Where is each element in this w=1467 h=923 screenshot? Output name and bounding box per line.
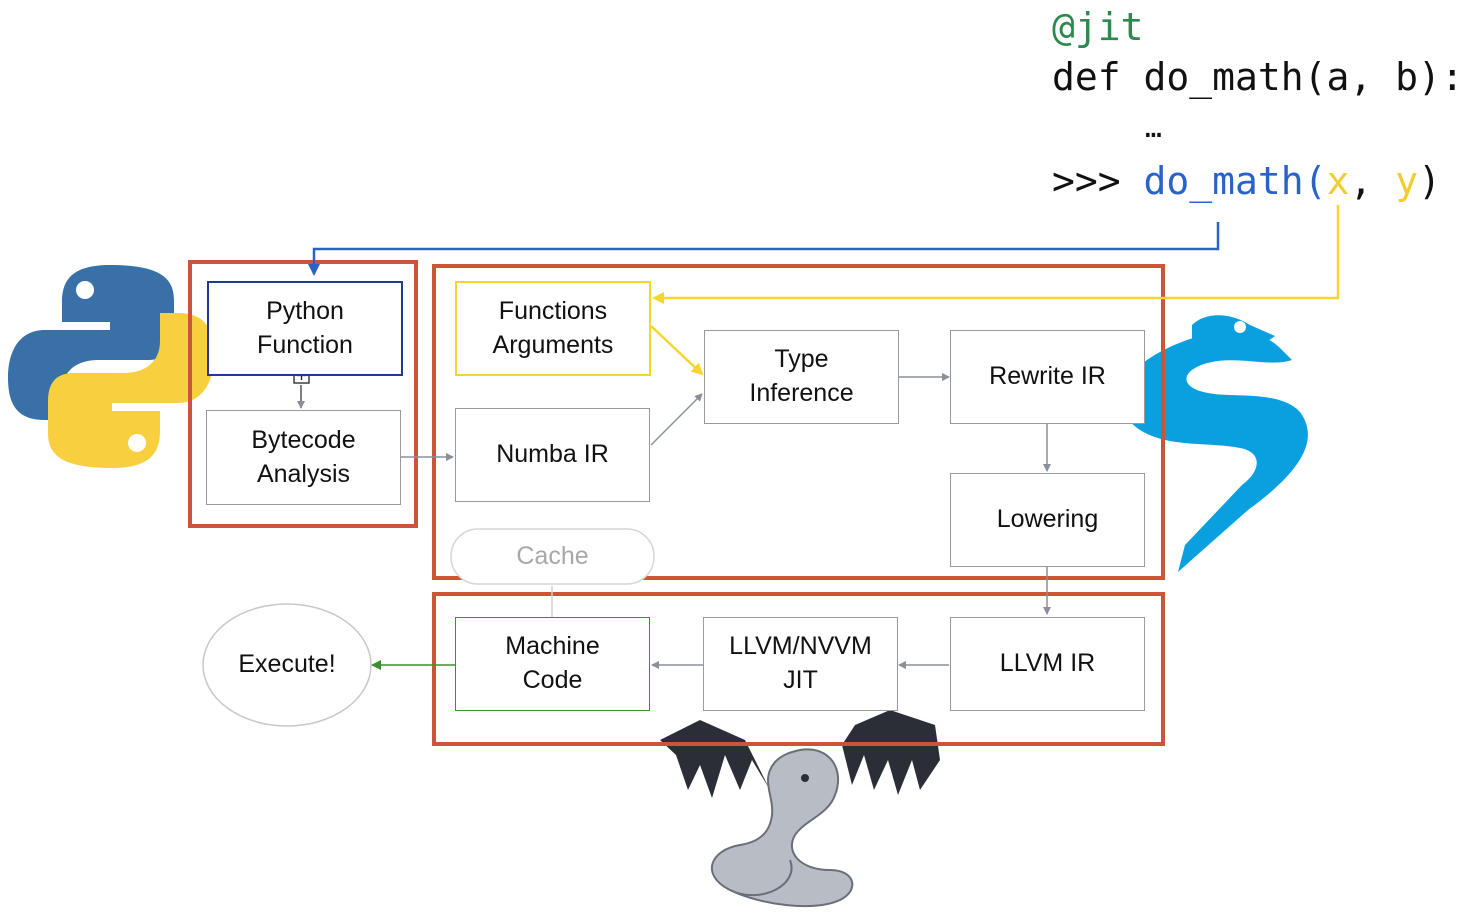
frontend-stage-box <box>188 260 418 528</box>
llvm-ir-node: LLVM IR <box>950 617 1145 711</box>
call-close-paren: ) <box>1418 159 1442 203</box>
numba-stage-box <box>432 264 1165 580</box>
cache-capsule <box>450 528 655 585</box>
rewrite-ir-node: Rewrite IR <box>950 330 1145 424</box>
decorator-line: @jit <box>1052 5 1144 49</box>
prompt-text: >>> <box>1052 159 1121 203</box>
bytecode-analysis-node: Bytecode Analysis <box>206 410 401 505</box>
numba-logo <box>1121 315 1308 572</box>
python-function-node: Python Function <box>207 281 403 376</box>
call-arg-y: y <box>1395 159 1419 203</box>
python-logo <box>8 265 214 468</box>
llvm-stage-box <box>432 592 1165 746</box>
numba-ir-node: Numba IR <box>455 408 650 502</box>
functions-arguments-node: Functions Arguments <box>455 281 651 376</box>
call-function-name: do_math <box>1143 159 1304 203</box>
call-separator: , <box>1349 159 1396 203</box>
call-arg-x: x <box>1326 159 1350 203</box>
call-open-paren: ( <box>1303 159 1327 203</box>
llvm-dragon-logo <box>660 710 940 908</box>
def-line: def do_math(a, b): <box>1052 55 1464 99</box>
call-line: >>> do_math(x, y) <box>1052 162 1441 200</box>
execute-node: Execute! <box>238 650 336 679</box>
functions-to-typeinf-arrow <box>650 325 704 376</box>
cache-node: Cache <box>516 541 589 570</box>
call-to-function-arrow <box>308 222 1220 276</box>
numbair-to-typeinf-arrow <box>650 393 703 446</box>
lowering-node: Lowering <box>950 473 1145 567</box>
type-inference-node: Type Inference <box>704 330 899 424</box>
args-to-functions-arrow <box>652 205 1340 304</box>
llvm-nvvm-jit-node: LLVM/NVVM JIT <box>703 617 898 711</box>
machine-code-node: Machine Code <box>455 617 650 711</box>
execute-ellipse <box>202 603 372 727</box>
ellipsis-line: … <box>1145 111 1162 144</box>
